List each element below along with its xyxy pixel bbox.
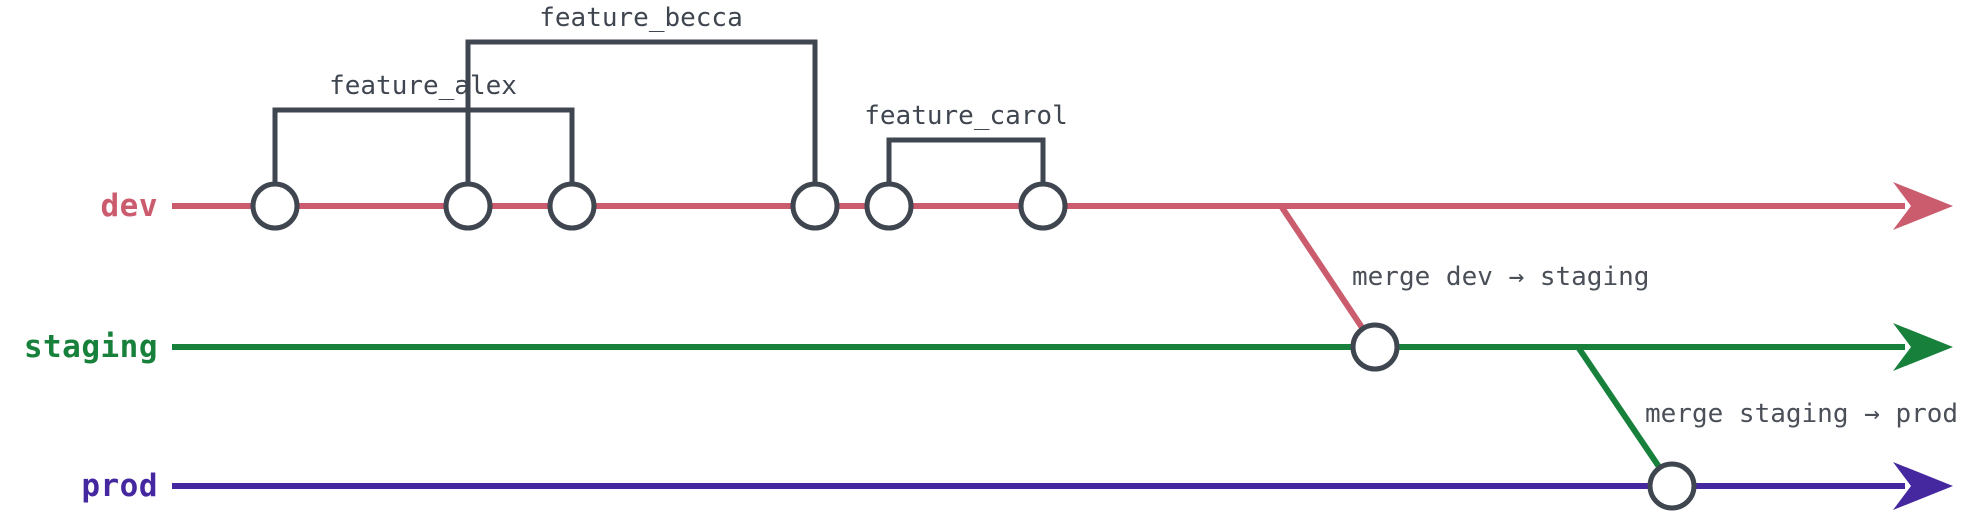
feature-bracket-feature_becca <box>465 39 818 209</box>
branch-label-staging: staging <box>23 329 158 365</box>
commit-node-c5[interactable] <box>864 181 914 231</box>
feature-label-feature_alex: feature_alex <box>329 71 517 101</box>
feature-brackets-group <box>272 39 1046 209</box>
commit-node-c3[interactable] <box>547 181 597 231</box>
branch-label-prod: prod <box>81 468 158 504</box>
feature-label-feature_carol: feature_carol <box>864 101 1068 131</box>
branch-label-dev: dev <box>100 188 158 224</box>
commit-node-c4[interactable] <box>790 181 840 231</box>
merge-edge-merge-dev-staging <box>1278 203 1378 350</box>
merge-label-merge-staging-prod: merge staging → prod <box>1645 399 1959 429</box>
commit-node-c1[interactable] <box>250 181 300 231</box>
commit-node-c6[interactable] <box>1018 181 1068 231</box>
merge-label-merge-dev-staging: merge dev → staging <box>1352 262 1650 292</box>
feature-bracket-feature_alex <box>272 107 575 209</box>
merge-edge-merge-staging-prod <box>1575 344 1675 489</box>
commit-node-m1[interactable] <box>1350 322 1400 372</box>
feature-label-feature_becca: feature_becca <box>539 3 743 33</box>
commit-node-m2[interactable] <box>1647 461 1697 511</box>
commit-nodes-group <box>250 181 1697 511</box>
commit-node-c2[interactable] <box>443 181 493 231</box>
merge-edges-group <box>1278 203 1675 489</box>
feature-bracket-feature_carol <box>886 137 1046 209</box>
